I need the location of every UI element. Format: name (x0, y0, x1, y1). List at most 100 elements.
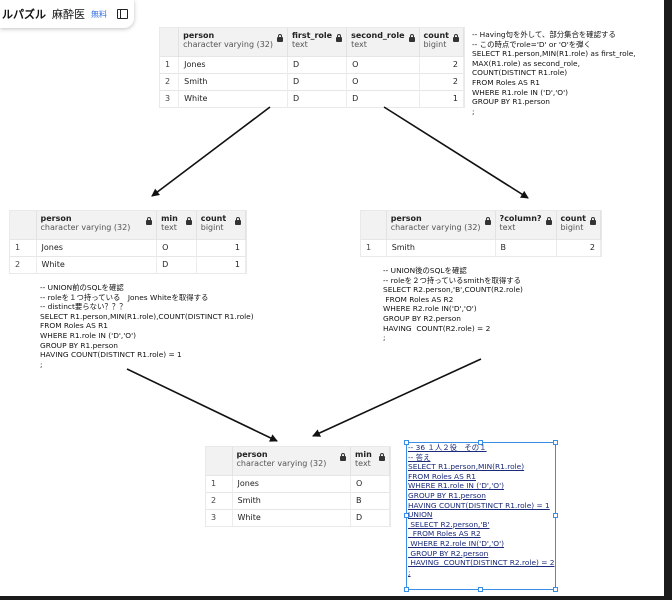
cell-count: 2 (556, 238, 602, 256)
cell-constant: B (495, 238, 557, 256)
resize-handle[interactable] (478, 440, 483, 445)
row-index: 1 (160, 55, 180, 73)
board-title[interactable]: ルパズル (2, 8, 46, 21)
resize-handle[interactable] (404, 587, 409, 592)
row-index: 3 (206, 508, 233, 526)
resize-handle[interactable] (553, 513, 558, 518)
lock-icon (453, 34, 459, 42)
selection-box[interactable] (404, 440, 558, 592)
sql-note-right[interactable]: -- UNION後のSQLを確認 -- roleを２つ持っているsmithを取得… (383, 266, 523, 343)
table-row: 3 White D D 1 (160, 89, 465, 107)
row-index: 3 (160, 89, 180, 107)
arrow-top-to-left (151, 106, 271, 197)
row-index: 2 (206, 491, 233, 509)
arrow-top-to-right (383, 106, 529, 199)
table-row: 3 White D (206, 508, 390, 526)
row-index-header (361, 211, 387, 239)
row-index-header (10, 211, 37, 239)
resize-handle[interactable] (553, 587, 558, 592)
arrow-right-to-bottom (312, 358, 482, 437)
row-index: 1 (206, 474, 233, 492)
cell-count: 1 (196, 238, 247, 256)
resize-handle[interactable] (478, 587, 483, 592)
cell-person: White (232, 508, 352, 526)
cell-person: Jones (36, 238, 158, 256)
lock-icon (185, 217, 192, 225)
table-row: 1 Jones O (206, 474, 390, 492)
window-edge-right (664, 0, 672, 600)
cell-person: White (36, 255, 158, 273)
cell-min: O (350, 474, 390, 492)
cell-min: B (350, 491, 390, 509)
author-name[interactable]: 麻酔医 (52, 8, 85, 21)
cell-first-role: D (287, 89, 348, 107)
row-index: 1 (361, 238, 387, 256)
cell-person: Jones (178, 55, 288, 73)
lock-icon (146, 217, 153, 225)
lock-icon (379, 453, 385, 461)
arrow-left-to-bottom (126, 368, 278, 442)
table-row: 2 White D 1 (10, 255, 247, 273)
lock-icon (235, 217, 241, 225)
cell-min: D (156, 255, 197, 273)
cell-second-role: O (346, 72, 420, 90)
table-row: 2 Smith D O 2 (160, 72, 465, 90)
lock-icon (277, 34, 283, 42)
column-header-constant: ?column?text (495, 211, 557, 239)
resize-handle[interactable] (404, 513, 409, 518)
cell-first-role: D (287, 72, 348, 90)
sidebar-toggle-icon[interactable] (117, 9, 128, 19)
cell-min: O (156, 238, 197, 256)
table-row: 1 Jones O 1 (10, 238, 247, 256)
cell-person: White (178, 89, 288, 107)
cell-second-role: O (346, 55, 420, 73)
lock-icon (484, 217, 491, 225)
cell-person: Smith (178, 72, 288, 90)
resize-handle[interactable] (404, 440, 409, 445)
sql-note-answer[interactable]: -- 36 １人２役 その１ -- 答え SELECT R1.person,MI… (408, 443, 555, 577)
cell-count: 1 (419, 89, 465, 107)
row-index: 1 (10, 238, 37, 256)
lock-icon (590, 217, 596, 225)
cell-count: 1 (196, 255, 247, 273)
row-index-header (206, 447, 233, 475)
cell-count: 2 (419, 72, 465, 90)
table-row: 1 Smith B 2 (361, 238, 602, 256)
cell-first-role: D (287, 55, 348, 73)
lock-icon (545, 217, 552, 225)
cell-person: Jones (232, 474, 352, 492)
row-index: 2 (10, 255, 37, 273)
lock-icon (340, 453, 347, 461)
row-index-header (160, 28, 180, 56)
row-index: 2 (160, 72, 180, 90)
sql-note-left[interactable]: -- UNION前のSQLを確認 -- roleを１つ持っている Jones W… (40, 283, 254, 369)
cell-person: Smith (232, 491, 352, 509)
sql-note-top[interactable]: -- Having句を外して、部分集合を確認する -- この時点でrole='D… (472, 30, 636, 116)
top-toolbar: ルパズル 麻酔医 無料 (0, 0, 134, 28)
table-row: 2 Smith B (206, 491, 390, 509)
cell-min: D (350, 508, 390, 526)
plan-badge[interactable]: 無料 (91, 9, 107, 19)
resize-handle[interactable] (553, 440, 558, 445)
window-edge-bottom (0, 596, 672, 600)
cell-second-role: D (346, 89, 420, 107)
cell-person: Smith (386, 238, 496, 256)
cell-count: 2 (419, 55, 465, 73)
table-row: 1 Jones D O 2 (160, 55, 465, 73)
